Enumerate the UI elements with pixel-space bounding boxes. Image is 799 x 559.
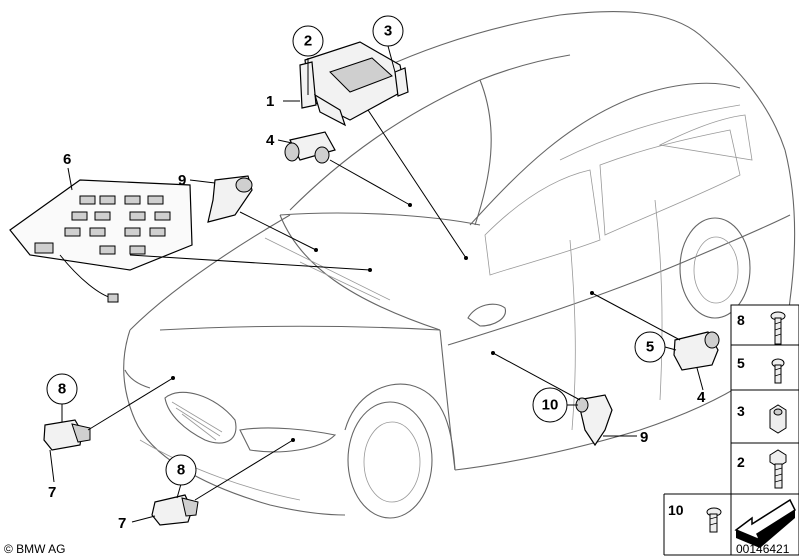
callout-3: 3 xyxy=(384,23,392,40)
car-outline xyxy=(123,10,796,519)
hex-bolt-icon xyxy=(769,449,787,489)
callout-circle-2 xyxy=(292,25,324,57)
callout-circle-5 xyxy=(634,331,666,363)
callout-9-right: 9 xyxy=(640,429,648,446)
front-sensor-left xyxy=(43,419,91,451)
callout-4-right: 4 xyxy=(697,389,706,406)
callout-circle-8-left xyxy=(46,373,78,405)
screw-short-icon xyxy=(771,358,785,384)
side-sensor-right xyxy=(673,331,720,371)
callout-circle-3 xyxy=(372,15,404,47)
legend-label-3: 3 xyxy=(737,403,745,419)
pillar-sensor xyxy=(575,394,613,447)
callout-10: 10 xyxy=(542,397,559,414)
legend-label-2: 2 xyxy=(737,454,745,470)
direction-arrow-icon xyxy=(734,498,796,548)
seat-occupancy-mat xyxy=(9,179,193,303)
front-sensor-center xyxy=(151,494,199,526)
callout-4: 4 xyxy=(266,132,275,149)
callout-labels: 1 2 3 4 9 6 8 7 8 7 5 4 10 9 xyxy=(46,15,706,532)
leader-lines xyxy=(49,45,704,523)
up-front-sensor xyxy=(207,175,253,223)
callout-2: 2 xyxy=(304,33,312,50)
callout-circle-10 xyxy=(532,387,568,423)
diagram-number: 00146421 xyxy=(736,542,790,556)
torx-screw-icon xyxy=(706,507,722,533)
callout-8-left: 8 xyxy=(58,381,66,398)
fastener-legend: 8 5 3 2 10 xyxy=(663,304,799,556)
airbag-control-unit xyxy=(299,41,409,127)
callout-1: 1 xyxy=(266,93,274,110)
callout-6: 6 xyxy=(63,151,71,168)
callout-circle-8-bottom xyxy=(165,454,197,486)
callout-8-bottom: 8 xyxy=(177,462,185,479)
callout-7-left: 7 xyxy=(48,484,56,501)
legend-label-5: 5 xyxy=(737,355,745,371)
side-sensor-top xyxy=(284,131,336,164)
screw-long-icon xyxy=(770,311,786,345)
copyright-text: © BMW AG xyxy=(4,542,66,556)
legend-label-8: 8 xyxy=(737,312,745,328)
callout-7-bottom: 7 xyxy=(118,515,126,532)
callout-5: 5 xyxy=(646,339,654,356)
callout-9-top: 9 xyxy=(178,172,186,189)
legend-label-10: 10 xyxy=(668,502,684,518)
hex-nut-icon xyxy=(769,404,787,434)
